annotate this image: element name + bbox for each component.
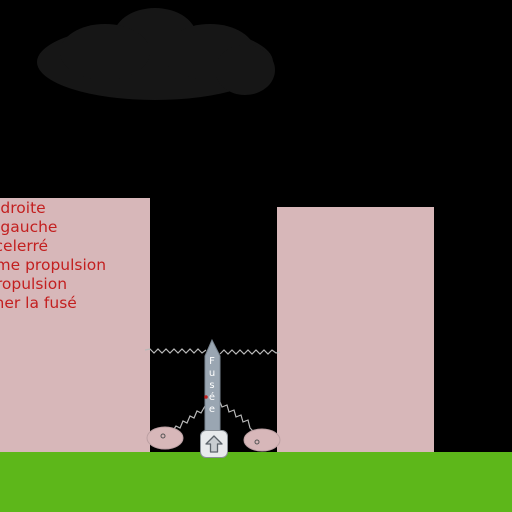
rocket-letter: e [208, 404, 216, 415]
left-pod [146, 426, 184, 450]
instruction-line: ccelerré [0, 237, 49, 255]
instruction-line: a droite [0, 199, 46, 217]
right-wall [277, 207, 434, 452]
spring-left-top [144, 348, 207, 354]
rocket-letter: s [209, 380, 215, 391]
launch-button[interactable] [200, 430, 228, 458]
rocket-letter: F [209, 356, 215, 367]
instruction-line: a gauche [0, 218, 58, 236]
spring-right-bottom [219, 401, 255, 433]
rocket-label: F u s é e [206, 356, 218, 416]
rocket-letter: é [208, 392, 216, 403]
right-pod [243, 428, 281, 452]
up-arrow-icon [205, 435, 223, 453]
spring-right-top [219, 349, 281, 355]
spring-left-bottom [171, 401, 208, 433]
instruction-line: cher la fusé [0, 294, 77, 312]
rocket-letter: u [208, 368, 216, 379]
controls-instructions: a droite a gauche ccelerré eme propulsio… [0, 199, 150, 313]
instruction-line: propulsion [0, 275, 68, 293]
left-wall [0, 198, 150, 452]
ground [0, 452, 512, 512]
cloud-icon [37, 8, 275, 100]
instruction-line: eme propulsion [0, 256, 107, 274]
